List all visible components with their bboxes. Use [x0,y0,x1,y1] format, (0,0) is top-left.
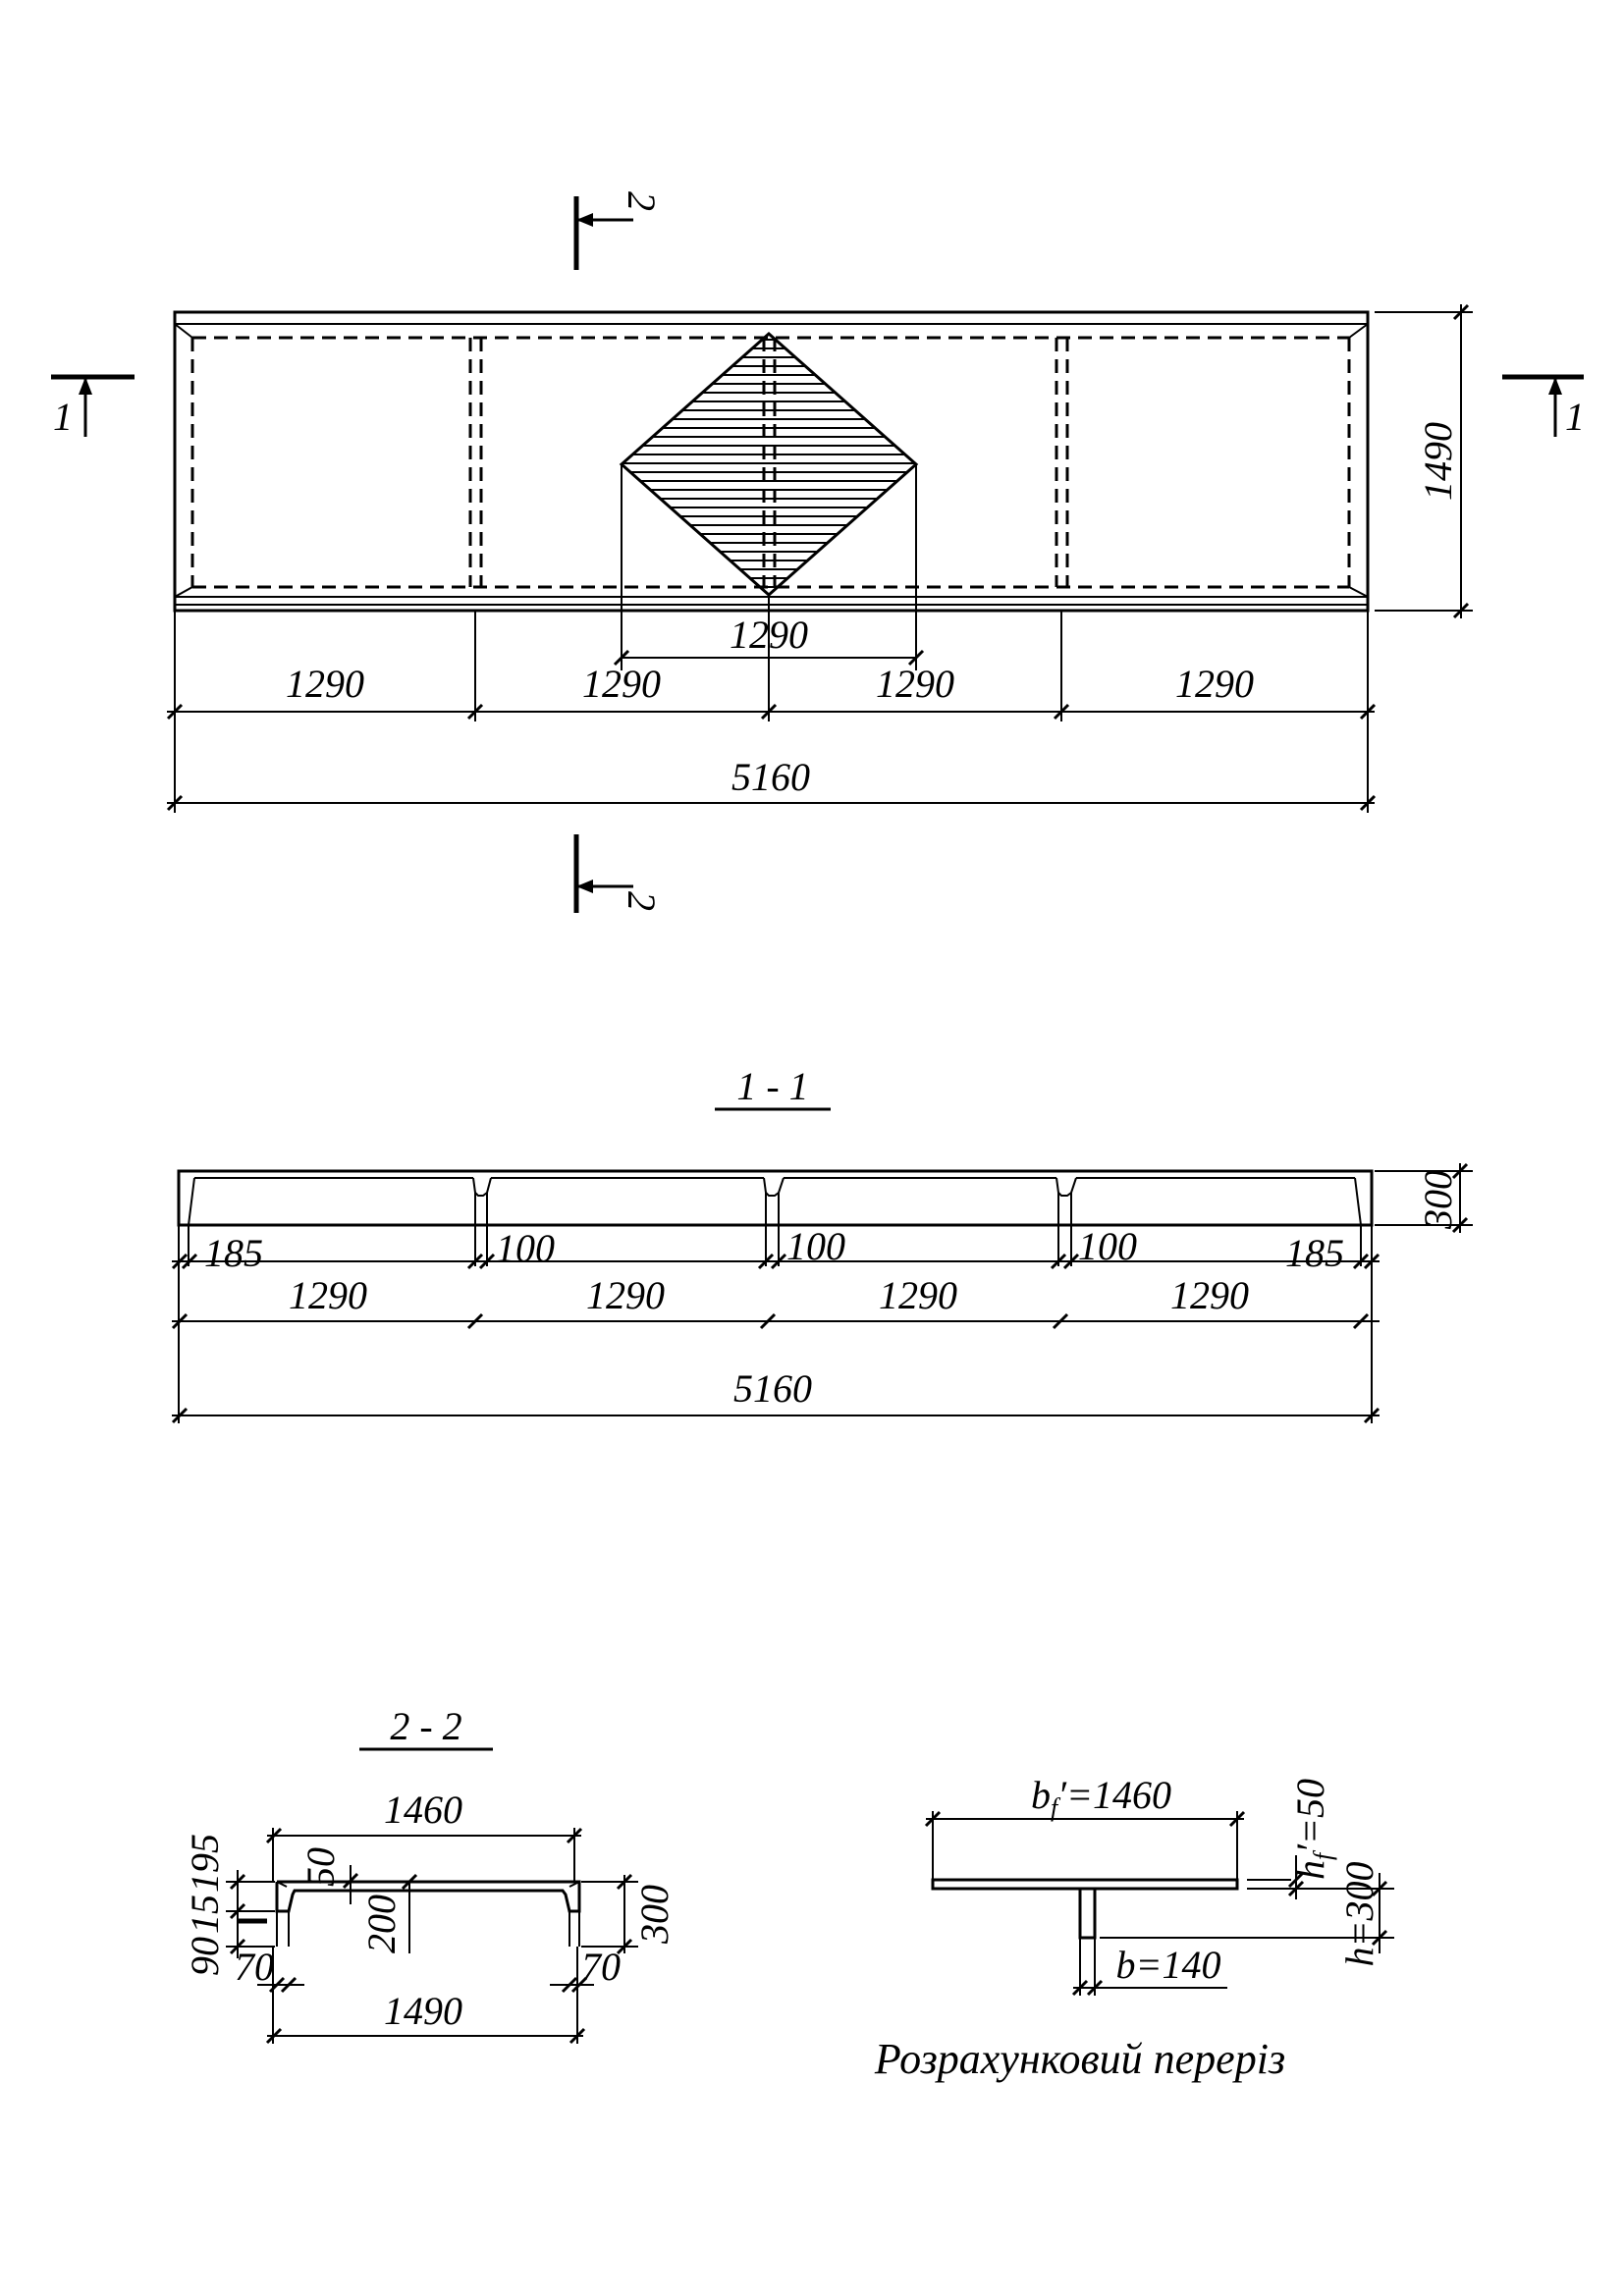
section-1-dim-span-3: 1290 [879,1273,957,1317]
section-2-2: 2 - 2 1460 1490 70 70 50 [183,1704,677,2045]
section-1-dim-height: 300 [1416,1170,1460,1230]
section-2-dim-rib-left: 70 [235,1945,274,1989]
svg-text:1: 1 [53,395,73,439]
section-2-dim-90: 90 [183,1937,227,1976]
section-2-dim-height: 300 [632,1885,677,1945]
section-1-dim-rib-3: 100 [1078,1224,1137,1268]
section-2-dim-inner-height: 200 [359,1895,404,1953]
section-2-dim-15: 15 [183,1895,227,1934]
section-1-dim-rib-1: 100 [496,1226,555,1270]
cut-mark-2-bottom: 2 [573,834,664,913]
section-1-dim-span-1: 1290 [289,1273,367,1317]
calc-caption: Розрахунковий переріз [874,2035,1285,2083]
cut-mark-1-right: 1 [1502,374,1585,439]
section-1-dim-edge-right: 185 [1285,1231,1344,1275]
plan-dim-total: 5160 [731,755,810,799]
plan-rib-3 [1055,338,1069,587]
section-2-dim-top: 1460 [384,1788,462,1832]
plan-dim-span-4: 1290 [1175,662,1254,706]
section-2-dim-bottom: 1490 [384,1989,462,2033]
calc-dim-hf: hf′=50 [1288,1779,1337,1880]
section-1-1: 1 - 1 185 10 [171,1064,1473,1424]
svg-text:2: 2 [620,191,664,211]
section-2-dim-flange: 50 [298,1847,343,1887]
svg-text:2: 2 [620,891,664,911]
plan-dim-diamond: 1290 [730,613,808,657]
plan-dim-span-2: 1290 [582,662,661,706]
plan-diamond-hatch [619,331,919,598]
plan-dim-span-1: 1290 [286,662,364,706]
section-1-dim-span-2: 1290 [586,1273,665,1317]
section-1-dim-span-4: 1290 [1170,1273,1249,1317]
plan-outline [173,310,1370,613]
calc-dim-bf: bf′=1460 [1031,1773,1171,1822]
calc-dim-b: b=140 [1116,1943,1221,1987]
calc-section: bf′=1460 hf′=50 h=300 b=140 Розрахункови… [874,1773,1394,2083]
plan-dim-span-3: 1290 [876,662,954,706]
cut-mark-2-top: 2 [573,191,664,270]
calc-dim-h: h=300 [1337,1862,1381,1967]
plan-rib-1 [468,338,483,587]
cut-mark-1-left: 1 [51,374,135,439]
plan-dimensions: 1290 1290 1290 1290 1290 5160 1490 [166,303,1473,813]
svg-text:1: 1 [1565,395,1585,439]
section-1-dim-edge-left: 185 [204,1231,263,1275]
section-1-dim-rib-2: 100 [786,1224,845,1268]
plan-dim-width: 1490 [1416,422,1460,501]
section-2-title: 2 - 2 [390,1704,461,1748]
section-2-dim-rib-right: 70 [581,1945,621,1989]
section-2-dim-195: 195 [183,1834,227,1893]
plan-rib-2 [762,338,777,587]
section-1-title: 1 - 1 [736,1064,808,1108]
section-1-dim-total: 5160 [733,1366,812,1411]
